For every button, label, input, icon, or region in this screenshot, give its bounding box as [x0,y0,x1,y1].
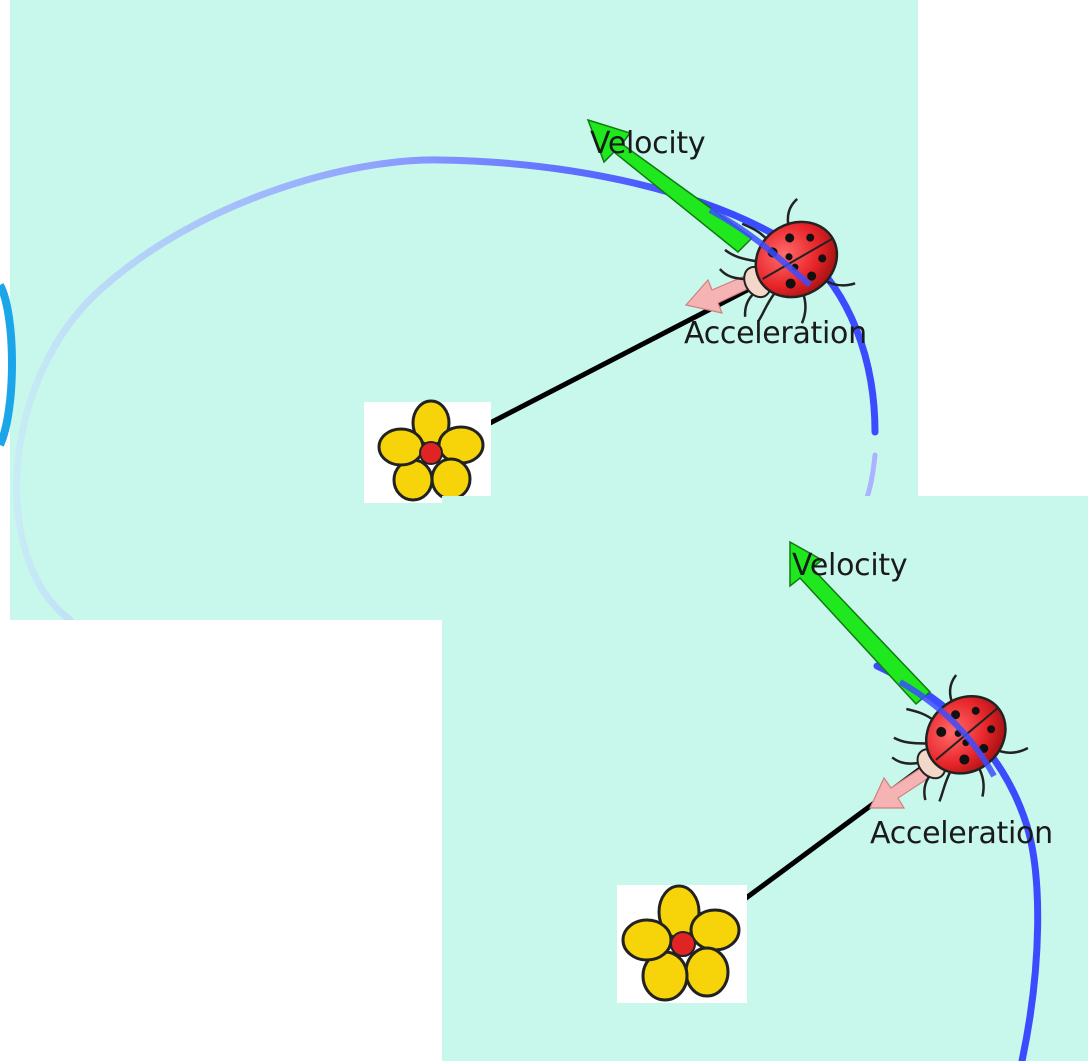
scene-background [442,496,1088,1061]
acceleration-label: Acceleration [870,816,1053,851]
ladybug-icon [718,198,856,324]
bottom-scene [442,496,1088,1061]
edge-ring-fragment [0,283,16,447]
velocity-label: Velocity [792,548,908,583]
simulation-panel-bottom: Velocity Acceleration [442,496,1088,1061]
string-line [430,265,792,456]
velocity-vector [586,118,754,254]
flower-icon [364,399,491,503]
flower-icon [617,884,747,1003]
velocity-label: Velocity [590,126,706,161]
acceleration-label: Acceleration [684,316,867,351]
orbit-path [873,662,1042,1061]
